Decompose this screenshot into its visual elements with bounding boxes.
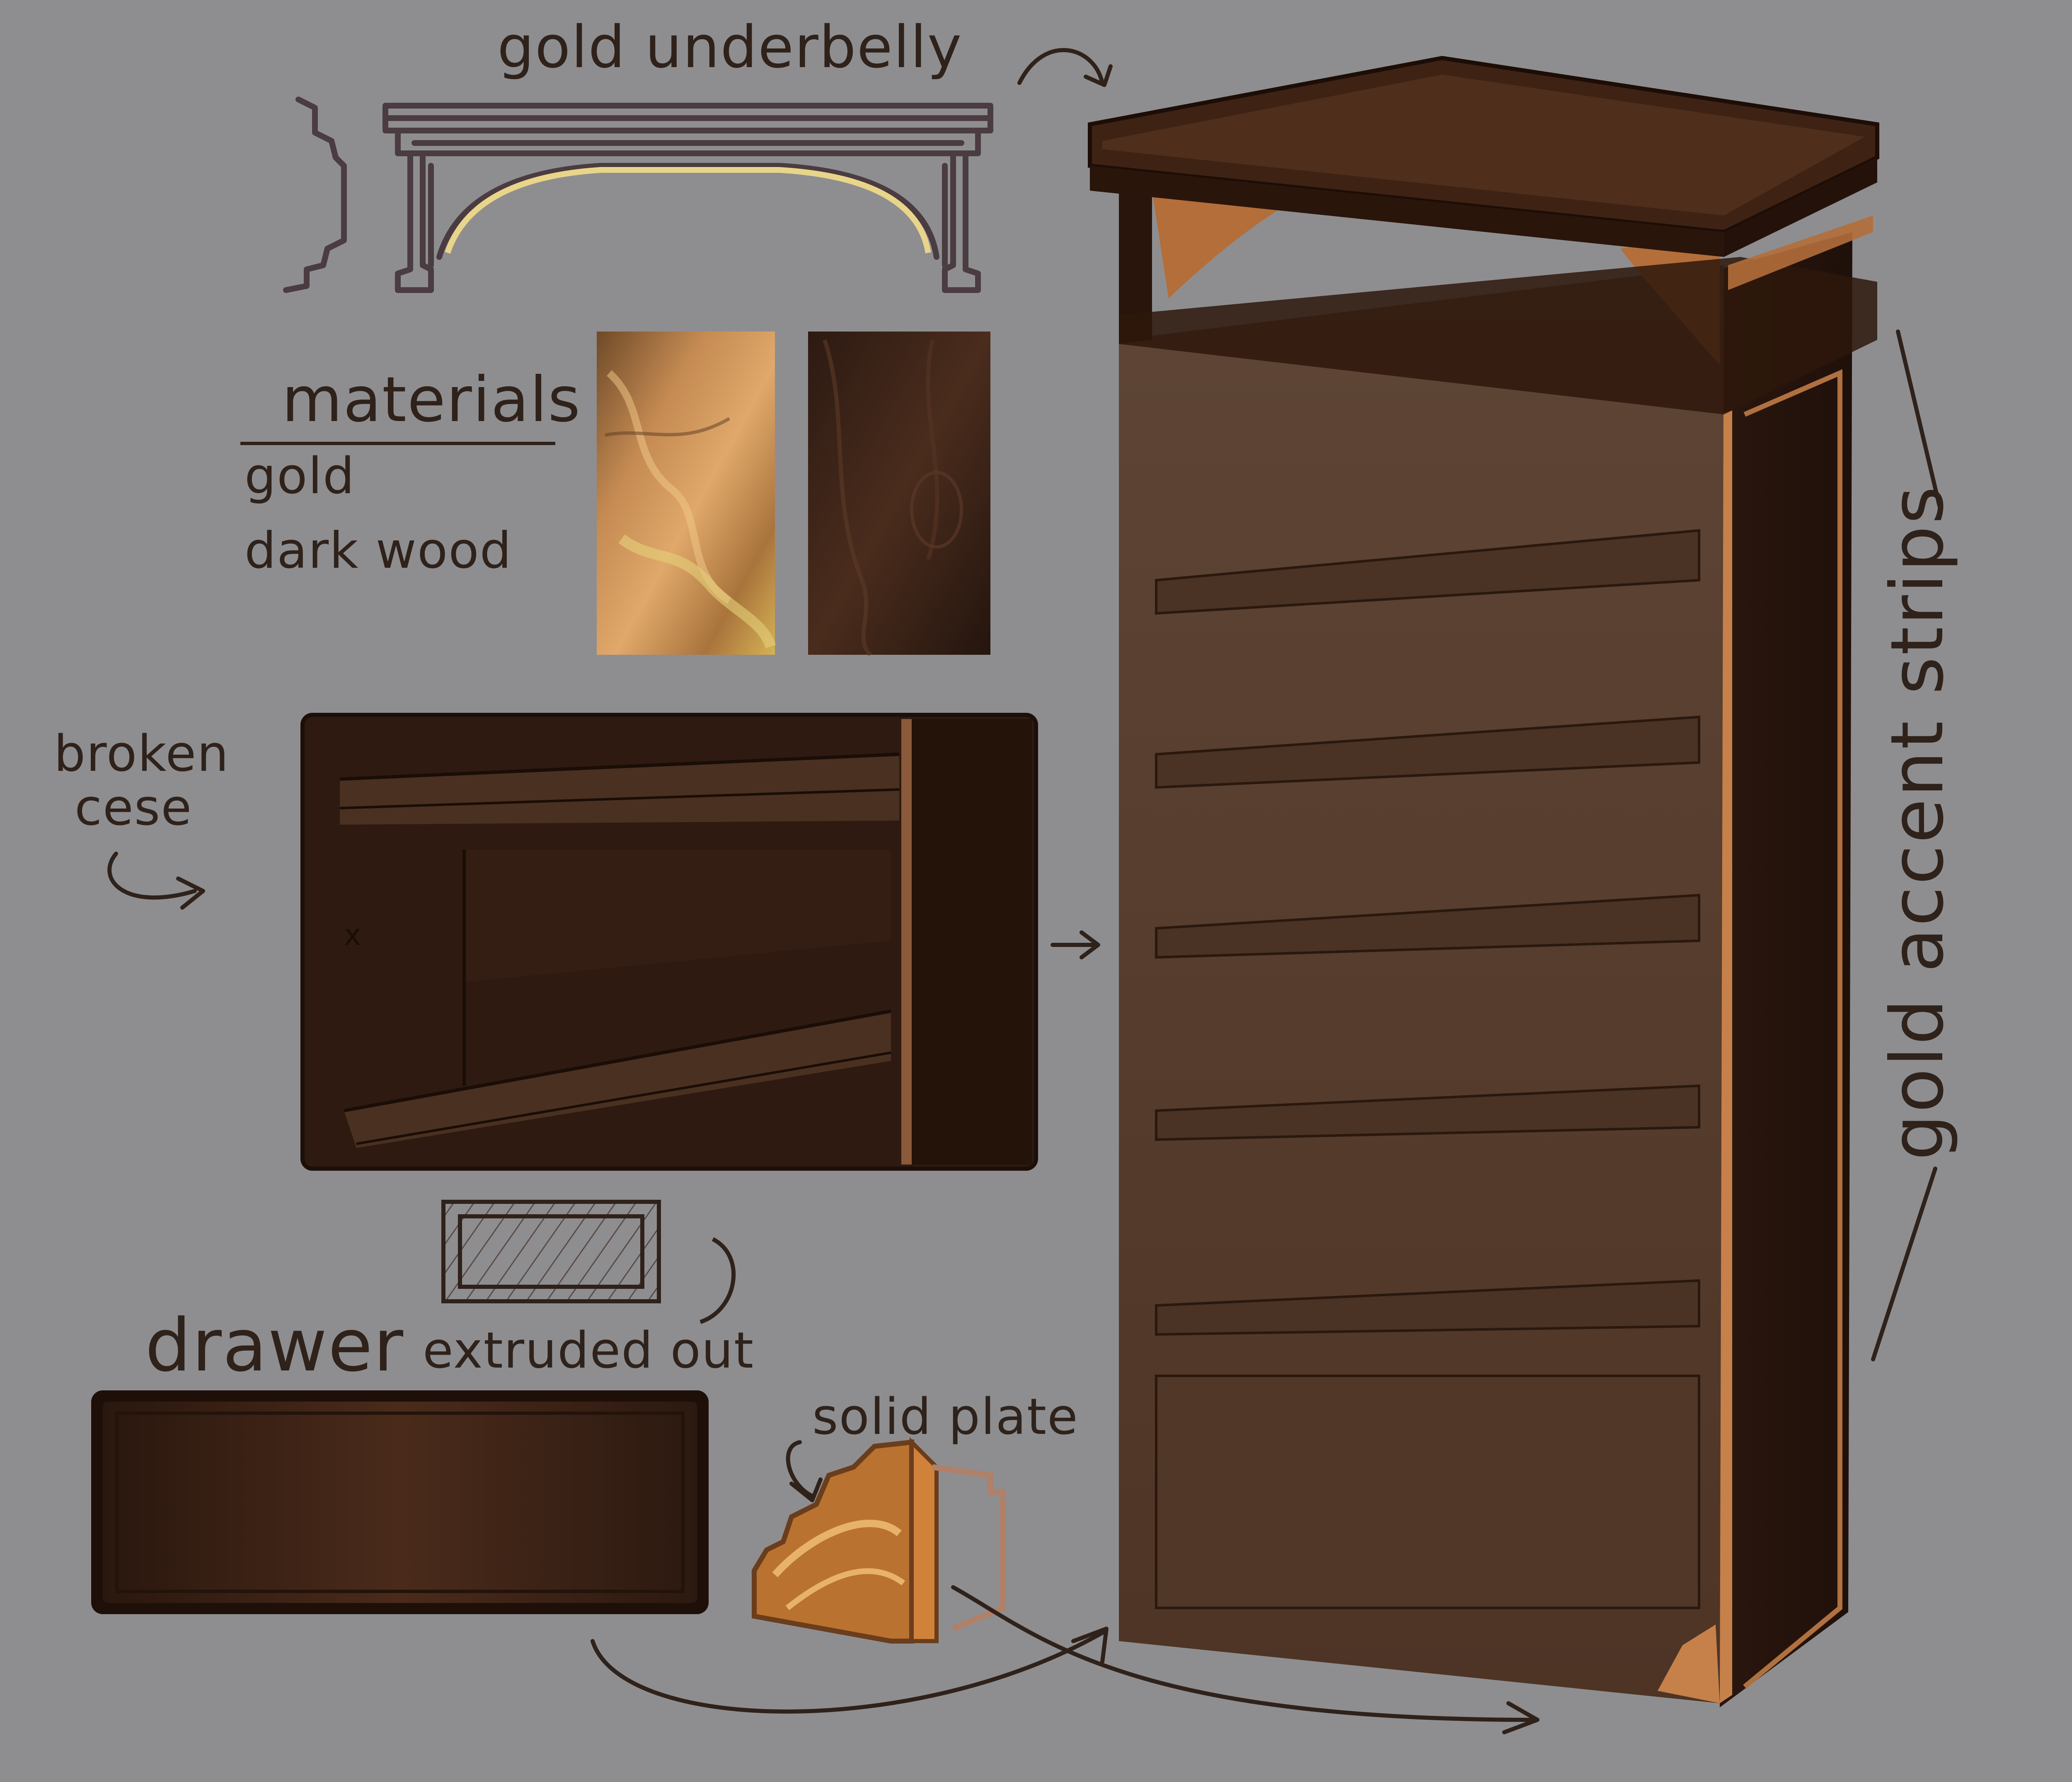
bookshelf-shelves <box>1155 529 1700 1336</box>
broken-case-panel: x <box>300 713 1038 1171</box>
gold-accent-strip <box>1720 410 1732 1703</box>
materials-heading: materials <box>282 364 581 436</box>
extruded-out-label: extruded out <box>423 1322 755 1380</box>
gold-accent-strips-label: gold accent strips <box>1876 484 1960 1160</box>
broken-case-label-line2: cese <box>75 779 193 837</box>
bookshelf-render <box>1088 56 1879 1707</box>
bookshelf-crown-pillar <box>1119 191 1152 344</box>
gold-material-swatch <box>597 332 776 655</box>
bookshelf-crown-gold <box>1152 174 1347 298</box>
gold-underbelly-highlight <box>445 167 931 254</box>
drawer-label: drawer <box>145 1304 404 1388</box>
svg-text:x: x <box>344 918 361 952</box>
dark-wood-material-swatch <box>808 332 990 656</box>
material-gold-label: gold <box>244 448 356 505</box>
underbelly-profile-sketch <box>283 97 993 293</box>
solid-plate-label: solid plate <box>812 1388 1079 1446</box>
annotation-arrows <box>107 48 1941 1734</box>
bookshelf-side-panel <box>1720 232 1852 1707</box>
material-dark-wood-label: dark wood <box>244 522 512 580</box>
solid-plate-bracket <box>752 1437 1006 1644</box>
gold-accent-strip <box>1743 369 1842 1689</box>
bookshelf-body <box>1119 265 1724 1703</box>
extruded-out-sketch <box>441 1200 736 1324</box>
gold-underbelly-label: gold underbelly <box>497 14 963 81</box>
drawer-front <box>91 1390 709 1614</box>
broken-case-label-line1: broken <box>54 725 230 783</box>
